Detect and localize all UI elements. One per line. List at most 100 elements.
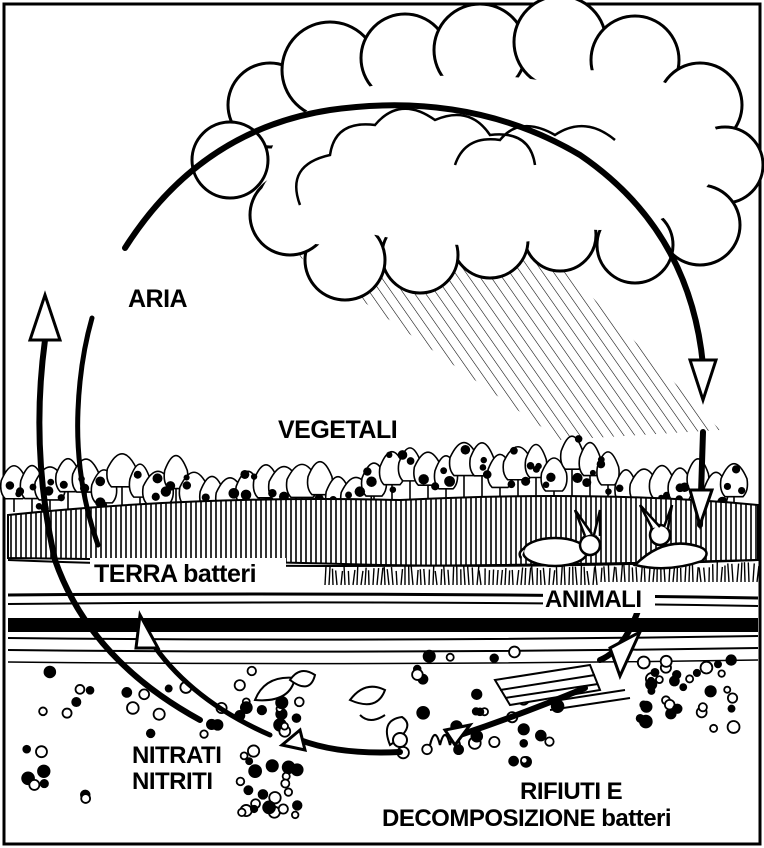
fruit-dot (598, 456, 605, 463)
fruit-dot (616, 484, 624, 492)
soil-particle (122, 688, 131, 697)
fruit-dot (398, 450, 408, 460)
grass-blade (344, 566, 345, 585)
fruit-dot (543, 482, 549, 488)
grass-blade (433, 565, 434, 585)
grass-blade (441, 569, 442, 585)
label-terra: TERRA batteri (94, 560, 256, 589)
fruit-dot (431, 482, 439, 490)
soil-particle (710, 725, 717, 732)
soil-particle (651, 669, 658, 676)
fruit-dot (30, 484, 37, 491)
grass-blade (584, 567, 585, 585)
label-vegetali: VEGETALI (278, 416, 397, 445)
soil-particle (267, 760, 278, 771)
soil-particle (72, 698, 80, 706)
soil-particle (292, 812, 299, 819)
fruit-dot (268, 489, 276, 497)
soil-particle (41, 780, 48, 787)
fruit-dot (732, 465, 740, 473)
fruit-dot (134, 471, 142, 479)
fruit-dot (605, 488, 611, 494)
label-rifiuti: RIFIUTI E (520, 778, 622, 806)
grass-blade (348, 571, 349, 585)
soil-particle (38, 765, 50, 777)
soil-particle (545, 737, 553, 745)
fruit-dot (345, 492, 352, 499)
grass-blade (453, 567, 454, 585)
grass-blade (373, 568, 374, 585)
soil-particle (680, 684, 686, 690)
soil-particle (472, 690, 481, 699)
soil-particle (147, 730, 155, 738)
fruit-dot (521, 477, 530, 486)
soil-particle (424, 651, 435, 662)
fruit-dot (407, 457, 415, 465)
label-nitrati: NITRATI (132, 742, 221, 770)
soil-particle (293, 801, 302, 810)
soil-particle (259, 790, 268, 799)
soil-particle (641, 702, 651, 712)
fruit-dot (241, 490, 252, 501)
fruit-dot (590, 470, 596, 476)
soil-particle (237, 778, 245, 786)
grass-blade (669, 567, 670, 582)
fruit-dot (481, 457, 487, 463)
soil-particle (279, 804, 288, 813)
soil-particle (44, 667, 55, 678)
fruit-dot (418, 474, 428, 484)
soil-particle (520, 740, 527, 747)
label-decomposizione: DECOMPOSIZIONE batteri (382, 805, 671, 833)
soil-particle (699, 703, 707, 711)
fruit-dot (228, 488, 239, 499)
label-nitriti: NITRITI (132, 768, 213, 796)
fruit-dot (184, 474, 190, 480)
grass-blade (525, 568, 526, 585)
grass-blade (744, 562, 745, 582)
soil-particle (249, 765, 261, 777)
soil-particle (23, 746, 30, 753)
soil-particle (637, 715, 644, 722)
soil-particle (139, 689, 149, 699)
soil-particle (673, 704, 682, 713)
soil-particle (283, 761, 295, 773)
grass-blade (509, 570, 510, 585)
grass-blade (556, 567, 557, 585)
soil-particle (509, 647, 520, 658)
fruit-dot (153, 473, 163, 483)
soil-particle (536, 731, 546, 741)
soil-particle (715, 661, 721, 667)
label-terra-sub: batteri (183, 560, 256, 588)
grass-blade (420, 569, 421, 585)
grass-blade (636, 567, 637, 582)
fruit-dot (738, 487, 745, 494)
grass-blade (644, 568, 645, 582)
soil-particle (521, 757, 528, 764)
fruit-dot (152, 493, 160, 501)
fruit-dot (582, 478, 591, 487)
grass-blade (384, 567, 385, 585)
fruit-dot (483, 470, 492, 479)
soil-particle (728, 706, 734, 712)
fruit-dot (535, 463, 541, 469)
soil-particle (63, 709, 72, 718)
soil-particle (701, 662, 713, 674)
grass-blade (472, 567, 473, 585)
fruit-dot (58, 494, 65, 501)
grass-blade (689, 566, 690, 582)
soil-particle (281, 779, 289, 787)
soil-particle (293, 714, 301, 722)
fruit-dot (390, 486, 397, 493)
label-aria: ARIA (128, 285, 187, 314)
soil-particle (36, 746, 47, 757)
soil-particle (213, 720, 223, 730)
soil-particle (295, 697, 304, 706)
fruit-dot (47, 479, 54, 486)
soil-particle (285, 788, 292, 795)
soil-particle (238, 809, 245, 816)
soil-particle (241, 752, 248, 759)
label-terra-main: TERRA (94, 560, 177, 588)
fruit-dot (166, 481, 175, 490)
soil-particle (200, 730, 207, 737)
soil-particle (166, 685, 172, 691)
